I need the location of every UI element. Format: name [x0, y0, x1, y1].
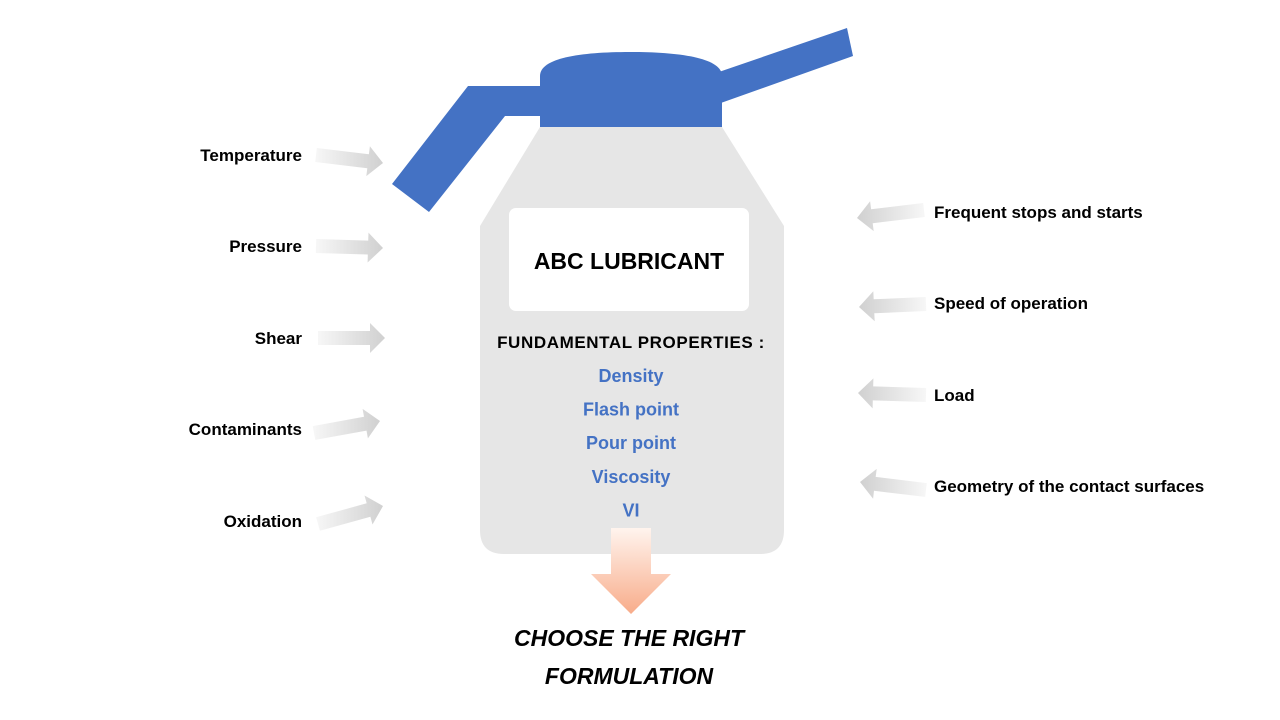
- conclusion-text: CHOOSE THE RIGHT FORMULATION: [514, 625, 746, 689]
- conclusion-line: FORMULATION: [545, 663, 714, 689]
- factor-arrow-icon: [857, 201, 925, 232]
- factor-oxidation: Oxidation: [224, 512, 302, 531]
- factor-frequent-stops-and-starts: Frequent stops and starts: [934, 203, 1143, 222]
- factor-arrow-icon: [858, 378, 927, 409]
- factor-arrow-icon: [316, 495, 383, 531]
- property-pour-point: Pour point: [586, 433, 676, 453]
- factor-shear: Shear: [255, 329, 303, 348]
- bottle-label-box: [509, 208, 749, 311]
- property-vi: VI: [622, 500, 639, 520]
- factor-arrow-icon: [315, 232, 383, 263]
- bottle-spout-left: [392, 86, 540, 212]
- lubricant-title: ABC LUBRICANT: [534, 248, 724, 274]
- factor-contaminants: Contaminants: [189, 420, 302, 439]
- down-arrow-icon: [591, 528, 671, 614]
- factor-arrow-icon: [318, 323, 385, 353]
- bottle-cap-top: [540, 52, 722, 127]
- factor-arrow-icon: [312, 408, 380, 440]
- left-factors: TemperaturePressureShearContaminantsOxid…: [189, 146, 385, 531]
- factor-pressure: Pressure: [229, 237, 302, 256]
- property-density: Density: [598, 366, 663, 386]
- factor-load: Load: [934, 386, 975, 405]
- factor-speed-of-operation: Speed of operation: [934, 294, 1088, 313]
- factor-geometry-of-the-contact-surfaces: Geometry of the contact surfaces: [934, 477, 1204, 496]
- bottle-cap: [392, 28, 853, 212]
- factor-arrow-icon: [859, 291, 927, 322]
- factor-arrow-icon: [860, 468, 927, 499]
- conclusion-line: CHOOSE THE RIGHT: [514, 625, 746, 651]
- factor-temperature: Temperature: [200, 146, 302, 165]
- properties-heading: FUNDAMENTAL PROPERTIES :: [497, 333, 765, 352]
- property-flash-point: Flash point: [583, 400, 679, 420]
- factor-arrow-icon: [315, 146, 383, 177]
- property-viscosity: Viscosity: [592, 467, 671, 487]
- bottle-spout-right: [713, 28, 853, 104]
